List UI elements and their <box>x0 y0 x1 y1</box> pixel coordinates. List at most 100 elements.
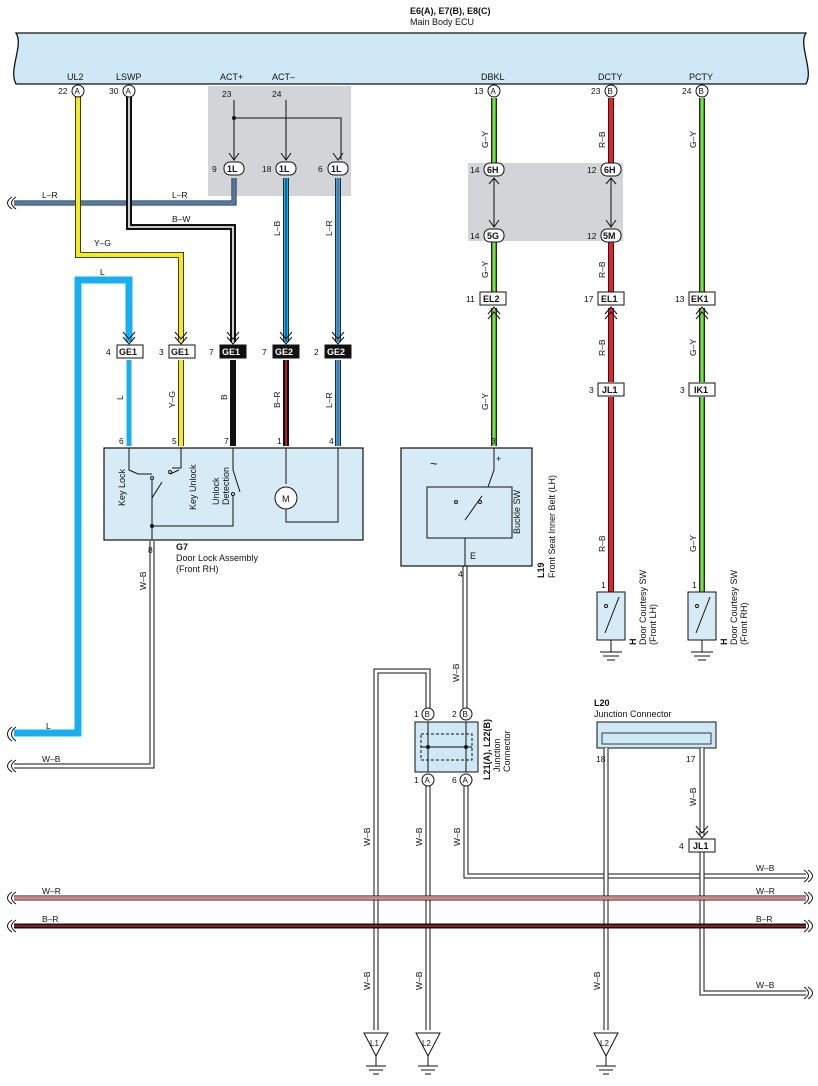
wires <box>14 96 806 1030</box>
svg-text:11: 11 <box>466 294 475 304</box>
svg-text:Front Seat Inner Belt (LH): Front Seat Inner Belt (LH) <box>547 475 557 578</box>
svg-text:L21(A), L22(B): L21(A), L22(B) <box>482 719 492 780</box>
svg-text:Buckle SW: Buckle SW <box>512 489 522 534</box>
terminal-ul2: UL2 <box>67 72 84 82</box>
svg-text:G–Y: G–Y <box>688 339 698 356</box>
svg-text:B–R: B–R <box>756 914 773 924</box>
svg-text:W–B: W–B <box>414 971 424 990</box>
svg-text:L: L <box>115 395 125 400</box>
svg-text:24: 24 <box>682 86 692 96</box>
terminal-act-minus: ACT– <box>272 72 295 82</box>
svg-text:W–R: W–R <box>42 886 61 896</box>
main-body-ecu: E6(A), E7(B), E8(C) Main Body ECU UL2 LS… <box>13 6 809 85</box>
svg-text:13: 13 <box>474 86 484 96</box>
svg-text:13: 13 <box>675 294 685 304</box>
connectors-6h-5g-5m: 6H 14 6H 12 5G 14 5M 12 <box>470 162 622 243</box>
svg-text:W–B: W–B <box>362 827 372 846</box>
door-lock-assembly: 6 5 7 1 4 M 8 Key Lock Key Unlock Unlock… <box>103 436 364 574</box>
terminal-act-plus: ACT+ <box>220 72 243 82</box>
svg-text:W–B: W–B <box>756 863 775 873</box>
svg-text:EL2: EL2 <box>483 294 500 304</box>
svg-text:W–B: W–B <box>138 571 148 590</box>
svg-text:W–R: W–R <box>756 886 775 896</box>
svg-text:L2: L2 <box>422 1039 431 1048</box>
svg-text:1: 1 <box>414 775 419 785</box>
connectors-1l: 1L 9 1L 18 1L 6 <box>212 152 349 176</box>
svg-text:5M: 5M <box>603 231 616 241</box>
svg-text:G–Y: G–Y <box>480 261 490 278</box>
svg-text:Door Lock Assembly: Door Lock Assembly <box>176 553 259 563</box>
svg-text:R–B: R–B <box>597 131 607 148</box>
svg-text:6: 6 <box>452 775 457 785</box>
svg-text:W–B: W–B <box>756 980 775 990</box>
svg-text:2: 2 <box>452 709 457 719</box>
svg-text:1L: 1L <box>279 164 290 174</box>
svg-text:~: ~ <box>430 456 438 471</box>
svg-text:R–B: R–B <box>597 261 607 278</box>
svg-text:R–B: R–B <box>597 339 607 356</box>
svg-text:GE1: GE1 <box>222 347 240 357</box>
svg-text:IK1: IK1 <box>694 385 708 395</box>
svg-text:1L: 1L <box>331 164 342 174</box>
front-seat-inner-belt: 3 ~ + E Buckle SW 4 L19 Front Seat Inner… <box>400 436 557 579</box>
svg-text:Door Courtesy SW: Door Courtesy SW <box>638 569 648 645</box>
svg-text:B–W: B–W <box>172 214 190 224</box>
svg-text:18: 18 <box>596 754 606 764</box>
ecu-pins: A 22 A 30 23 24 A 13 B 23 B 24 <box>58 84 709 99</box>
svg-text:G–Y: G–Y <box>688 535 698 552</box>
svg-text:7: 7 <box>209 347 214 357</box>
svg-text:W–B: W–B <box>452 827 462 846</box>
svg-text:JL1: JL1 <box>693 841 709 851</box>
svg-text:3: 3 <box>491 436 496 446</box>
connectors-ge: GE1 4 GE1 3 GE1 7 GE2 7 GE2 2 <box>106 331 352 359</box>
svg-text:L: L <box>46 721 51 731</box>
junction-connector-l20: L20 Junction Connector 18 17 JL1 4 <box>594 698 716 853</box>
svg-text:B: B <box>219 394 229 400</box>
svg-text:A: A <box>463 776 469 785</box>
svg-text:M: M <box>282 494 290 504</box>
svg-text:L20: L20 <box>594 698 610 708</box>
svg-text:(Front LH): (Front LH) <box>648 604 658 645</box>
svg-text:6H: 6H <box>487 165 499 175</box>
svg-text:G–Y: G–Y <box>480 393 490 410</box>
svg-text:5G: 5G <box>487 231 499 241</box>
terminal-lswp: LSWP <box>116 72 142 82</box>
wire-labels: L–R L–R Y–G B–W L L–B L–R L Y–G B B–R L–… <box>42 131 775 990</box>
terminal-dbkl: DBKL <box>481 72 505 82</box>
svg-text:12: 12 <box>587 165 597 175</box>
svg-text:24: 24 <box>272 89 282 99</box>
svg-text:17: 17 <box>584 294 594 304</box>
terminal-pcty: PCTY <box>689 72 713 82</box>
svg-text:Y–G: Y–G <box>94 238 111 248</box>
svg-text:L–R: L–R <box>42 190 58 200</box>
svg-text:W–B: W–B <box>451 663 461 682</box>
svg-text:1: 1 <box>692 580 697 590</box>
svg-text:Door Courtesy SW: Door Courtesy SW <box>729 569 739 645</box>
svg-text:B: B <box>699 87 704 96</box>
svg-text:A: A <box>491 87 497 96</box>
svg-text:JL1: JL1 <box>602 385 618 395</box>
svg-text:1: 1 <box>601 580 606 590</box>
svg-text:L19: L19 <box>536 562 546 578</box>
connectors-el-ek: EL2 11 EL1 17 EK1 13 <box>466 291 716 320</box>
svg-text:R–B: R–B <box>597 535 607 552</box>
svg-text:Y–G: Y–G <box>167 391 177 408</box>
svg-text:4: 4 <box>106 347 111 357</box>
svg-text:L–R: L–R <box>324 220 334 236</box>
svg-text:1L: 1L <box>227 164 238 174</box>
svg-text:7: 7 <box>262 347 267 357</box>
break-marks <box>7 196 813 1000</box>
svg-text:G–Y: G–Y <box>480 131 490 148</box>
svg-text:G–Y: G–Y <box>688 131 698 148</box>
svg-text:H: H <box>628 639 638 646</box>
svg-text:6: 6 <box>119 436 124 446</box>
svg-text:4: 4 <box>679 841 684 851</box>
svg-text:Junction Connector: Junction Connector <box>594 709 672 719</box>
svg-text:Unlock: Unlock <box>211 477 221 505</box>
svg-text:G7: G7 <box>176 542 188 552</box>
ground-symbols: L1 L2 L2 <box>363 1032 619 1075</box>
svg-text:12: 12 <box>587 231 597 241</box>
svg-text:W–B: W–B <box>362 971 372 990</box>
svg-text:+: + <box>496 454 501 464</box>
